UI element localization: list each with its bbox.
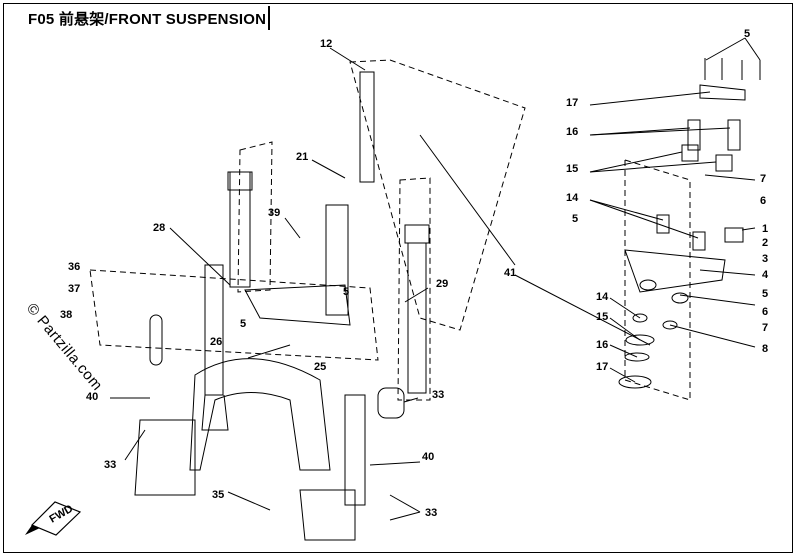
steering-nut [724, 227, 744, 243]
callout-36: 36 [68, 261, 80, 273]
seal-17 [618, 375, 652, 389]
handlebar-clamp [699, 84, 746, 101]
callout-27: 28 [153, 222, 165, 234]
callout-14: 14 [596, 291, 609, 303]
callout-3: 3 [762, 253, 768, 265]
callout-5-center: 5 [343, 286, 349, 298]
callout-1: 1 [762, 223, 768, 235]
callout-5-right: 5 [762, 288, 768, 300]
clamp-left [681, 144, 699, 162]
callout-10: 14 [566, 192, 579, 204]
callout-6-upper: 6 [760, 195, 766, 207]
drawing-frame [3, 3, 793, 553]
left-fork-tube [229, 171, 251, 288]
callout-41: 41 [504, 267, 516, 279]
callout-7-upper: 7 [760, 173, 766, 185]
race-16 [624, 352, 650, 362]
right-reflector [377, 387, 405, 419]
callout-40-right: 40 [422, 451, 434, 463]
clamp-right [715, 154, 733, 172]
callout-33-right: 33 [425, 507, 437, 519]
bearing-lower [662, 320, 678, 330]
callout-6-lower: 6 [762, 306, 768, 318]
callout-4: 4 [762, 269, 769, 281]
title-divider [268, 6, 270, 30]
washer-b [671, 292, 689, 304]
washer-a [639, 279, 657, 291]
callout-18: 12 [320, 38, 332, 50]
bearing-upper [632, 313, 648, 323]
callout-16: 16 [596, 339, 608, 351]
callout-35: 35 [212, 489, 224, 501]
lower-bracket [244, 284, 351, 326]
box-stem [624, 159, 691, 401]
callout-13: 17 [566, 97, 578, 109]
callout-17: 17 [596, 361, 608, 373]
callout-8: 8 [762, 343, 768, 355]
left-reflector [149, 314, 163, 366]
callout-5-side: 5 [572, 213, 578, 225]
callout-2: 2 [762, 237, 768, 249]
callout-40-left: 40 [86, 391, 98, 403]
callout-29: 33 [432, 389, 444, 401]
upper-tube [359, 71, 375, 183]
upper-holder-right [727, 119, 741, 151]
right-fork-cap [404, 224, 430, 244]
callout-28: 29 [436, 278, 448, 290]
upper-holder-left [687, 119, 701, 151]
callout-26: 26 [210, 336, 222, 348]
callout-33-left: 33 [104, 459, 116, 471]
center-tube [325, 204, 349, 316]
callout-7-lower: 7 [762, 322, 768, 334]
front-fender [189, 358, 331, 471]
fwd-arrow: FWD [25, 501, 82, 536]
right-axle-lug [299, 489, 356, 541]
callout-15: 15 [596, 311, 608, 323]
callout-5-top: 5 [744, 28, 750, 40]
race-15 [625, 334, 655, 346]
box-left-tube [237, 141, 273, 293]
callout-11: 15 [566, 163, 578, 175]
callout-37: 37 [68, 283, 80, 295]
callout-38: 38 [60, 309, 72, 321]
callout-5-left: 5 [240, 318, 246, 330]
left-caliper [134, 419, 196, 496]
box-bracket [89, 269, 379, 361]
callout-39: 39 [268, 207, 280, 219]
callout-21: 21 [296, 151, 308, 163]
box-right-tube [397, 177, 431, 401]
page-title: F05 前悬架/FRONT SUSPENSION [28, 11, 267, 28]
callout-12: 16 [566, 126, 578, 138]
callout-25: 25 [314, 361, 326, 373]
right-fork-tube [407, 242, 427, 394]
bushing-right [692, 231, 706, 251]
upper-triple-clamp [624, 249, 726, 293]
right-outer-tube [344, 394, 366, 506]
left-outer-tube [204, 264, 224, 396]
left-fork-cap [227, 171, 253, 191]
left-lower-leg [201, 394, 229, 431]
